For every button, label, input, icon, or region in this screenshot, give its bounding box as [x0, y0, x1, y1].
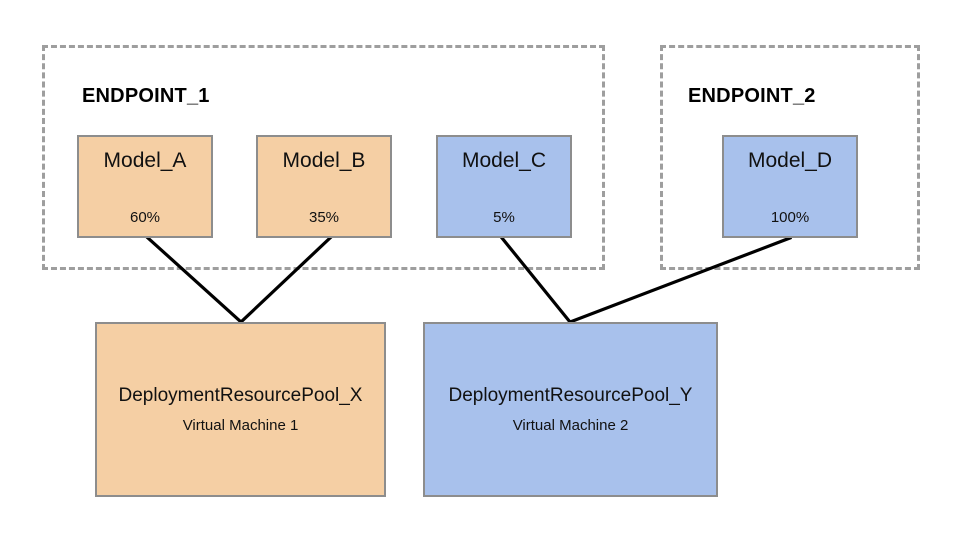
endpoint-title-endpoint-1: ENDPOINT_1 — [82, 85, 210, 107]
model-box-model-b[interactable]: Model_B 35% — [256, 135, 392, 238]
pool-name: DeploymentResourcePool_Y — [448, 385, 693, 406]
model-traffic-split: 5% — [493, 209, 515, 226]
pool-box-deploymentresourcepool-x[interactable]: DeploymentResourcePool_X Virtual Machine… — [95, 322, 386, 497]
model-name: Model_D — [747, 149, 833, 172]
model-traffic-split: 60% — [129, 209, 161, 226]
model-box-model-d[interactable]: Model_D 100% — [722, 135, 858, 238]
pool-box-deploymentresourcepool-y[interactable]: DeploymentResourcePool_Y Virtual Machine… — [423, 322, 718, 497]
model-traffic-split: 35% — [308, 209, 340, 226]
pool-machine-label: Virtual Machine 1 — [182, 417, 299, 434]
endpoint-title-endpoint-2: ENDPOINT_2 — [688, 85, 816, 107]
pool-machine-label: Virtual Machine 2 — [512, 417, 629, 434]
model-name: Model_B — [282, 149, 366, 172]
model-box-model-a[interactable]: Model_A 60% — [77, 135, 213, 238]
pool-name: DeploymentResourcePool_X — [118, 385, 363, 406]
model-box-model-c[interactable]: Model_C 5% — [436, 135, 572, 238]
model-name: Model_A — [103, 149, 187, 172]
model-traffic-split: 100% — [770, 209, 810, 226]
model-name: Model_C — [461, 149, 547, 172]
